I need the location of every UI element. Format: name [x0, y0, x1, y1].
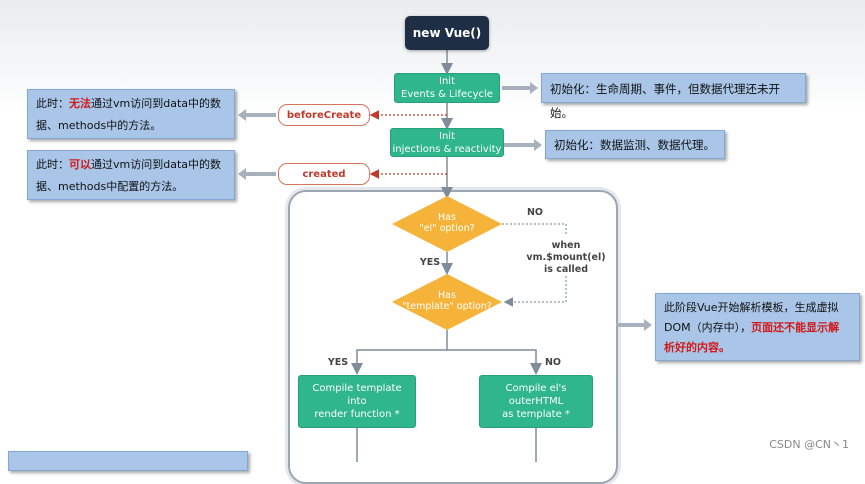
- has-el-diamond: [392, 196, 502, 252]
- has-el-text: Has "el" option?: [402, 212, 492, 234]
- mount-line1: when: [551, 240, 581, 251]
- before-create-note-line1: 此时：无法通过vm访问到data中的数: [36, 93, 226, 115]
- yes-branch: [351, 349, 447, 375]
- has-template-text: Has "template" option?: [397, 290, 497, 312]
- before-create-note-red: 无法: [69, 97, 91, 110]
- mount-path: [503, 276, 567, 307]
- init-injections-line2: injections & reactivity: [392, 143, 502, 155]
- compile-el-line3: as template *: [502, 409, 570, 420]
- has-template-diamond: [392, 274, 502, 330]
- created-note-rest: 通过vm访问到data中的数: [91, 158, 222, 171]
- created-note: 此时：可以通过vm访问到data中的数 据、methods中配置的方法。: [27, 150, 235, 200]
- compile-template-node: Compile template into render function *: [298, 375, 416, 428]
- note-arrow: [502, 82, 538, 94]
- template-note-line2: DOM（内存中），页面还不能显示解: [664, 318, 851, 338]
- no-label-template: NO: [544, 357, 562, 368]
- note-arrow: [238, 168, 276, 180]
- template-note-line2a: DOM（内存中），: [664, 321, 752, 334]
- before-create-note-prefix: 此时：: [36, 97, 69, 110]
- created-note-line2: 据、methods中配置的方法。: [36, 180, 184, 193]
- before-create-hook: beforeCreate: [278, 104, 370, 126]
- init-lifecycle-note-text: 初始化：生命周期、事件，但数据代理还未开始。: [550, 82, 780, 120]
- init-injections-line1: Init: [439, 130, 455, 142]
- init-events-line1: Init: [439, 76, 455, 87]
- mount-line2: vm.$mount(el): [526, 252, 606, 263]
- template-note-line1: 此阶段Vue开始解析模板，生成虚拟: [664, 301, 839, 314]
- mount-line3: is called: [543, 264, 589, 275]
- has-el-line2: "el" option?: [419, 223, 475, 234]
- compile-el-line2: outerHTML: [508, 396, 564, 407]
- no-el-path: [502, 223, 567, 236]
- init-injections-node: Init injections & reactivity: [390, 128, 504, 157]
- template-note: 此阶段Vue开始解析模板，生成虚拟 DOM（内存中），页面还不能显示解 析好的内…: [655, 293, 860, 361]
- created-note-line1: 此时：可以通过vm访问到data中的数: [36, 154, 226, 176]
- no-branch: [447, 349, 542, 375]
- compile-template-line3: render function *: [314, 409, 400, 420]
- yes-label-el: YES: [419, 257, 441, 268]
- watermark-text: CSDN @CN丶1: [769, 438, 849, 451]
- created-note-prefix: 此时：: [36, 158, 69, 171]
- before-create-note: 此时：无法通过vm访问到data中的数 据、methods中的方法。: [27, 89, 235, 139]
- no-label-el: NO: [526, 207, 544, 218]
- yes-label-template: YES: [327, 357, 349, 368]
- init-events-line2: Events & Lifecycle: [401, 89, 493, 100]
- compile-el-node: Compile el's outerHTML as template *: [479, 375, 593, 428]
- template-note-line3: 析好的内容。: [664, 341, 730, 354]
- partial-bottom-note: [8, 451, 248, 471]
- created-note-red: 可以: [69, 158, 91, 171]
- template-note-line2-red: 页面还不能显示解: [751, 321, 840, 334]
- new-vue-node: new Vue(): [405, 16, 489, 50]
- init-events-lifecycle-node: Init Events & Lifecycle: [394, 73, 500, 103]
- has-template-line1: Has: [438, 290, 456, 301]
- mount-label: when vm.$mount(el) is called: [520, 240, 612, 276]
- init-data-note: 初始化：数据监测、数据代理。: [545, 130, 725, 159]
- compile-template-line1: Compile template: [312, 383, 402, 394]
- before-create-note-rest: 通过vm访问到data中的数: [91, 97, 222, 110]
- init-data-note-text: 初始化：数据监测、数据代理。: [554, 138, 715, 152]
- compile-el-line1: Compile el's: [505, 383, 567, 394]
- has-template-line2: "template" option?: [402, 301, 492, 312]
- note-arrow: [504, 139, 542, 151]
- before-create-note-line2: 据、methods中的方法。: [36, 119, 162, 132]
- note-arrow: [616, 319, 652, 331]
- init-lifecycle-note: 初始化：生命周期、事件，但数据代理还未开始。: [541, 73, 806, 120]
- created-hook: created: [278, 163, 370, 185]
- note-arrow: [238, 109, 276, 121]
- has-el-line1: Has: [438, 212, 456, 223]
- connector-lines: [238, 50, 652, 462]
- compile-template-line2: into: [347, 396, 367, 407]
